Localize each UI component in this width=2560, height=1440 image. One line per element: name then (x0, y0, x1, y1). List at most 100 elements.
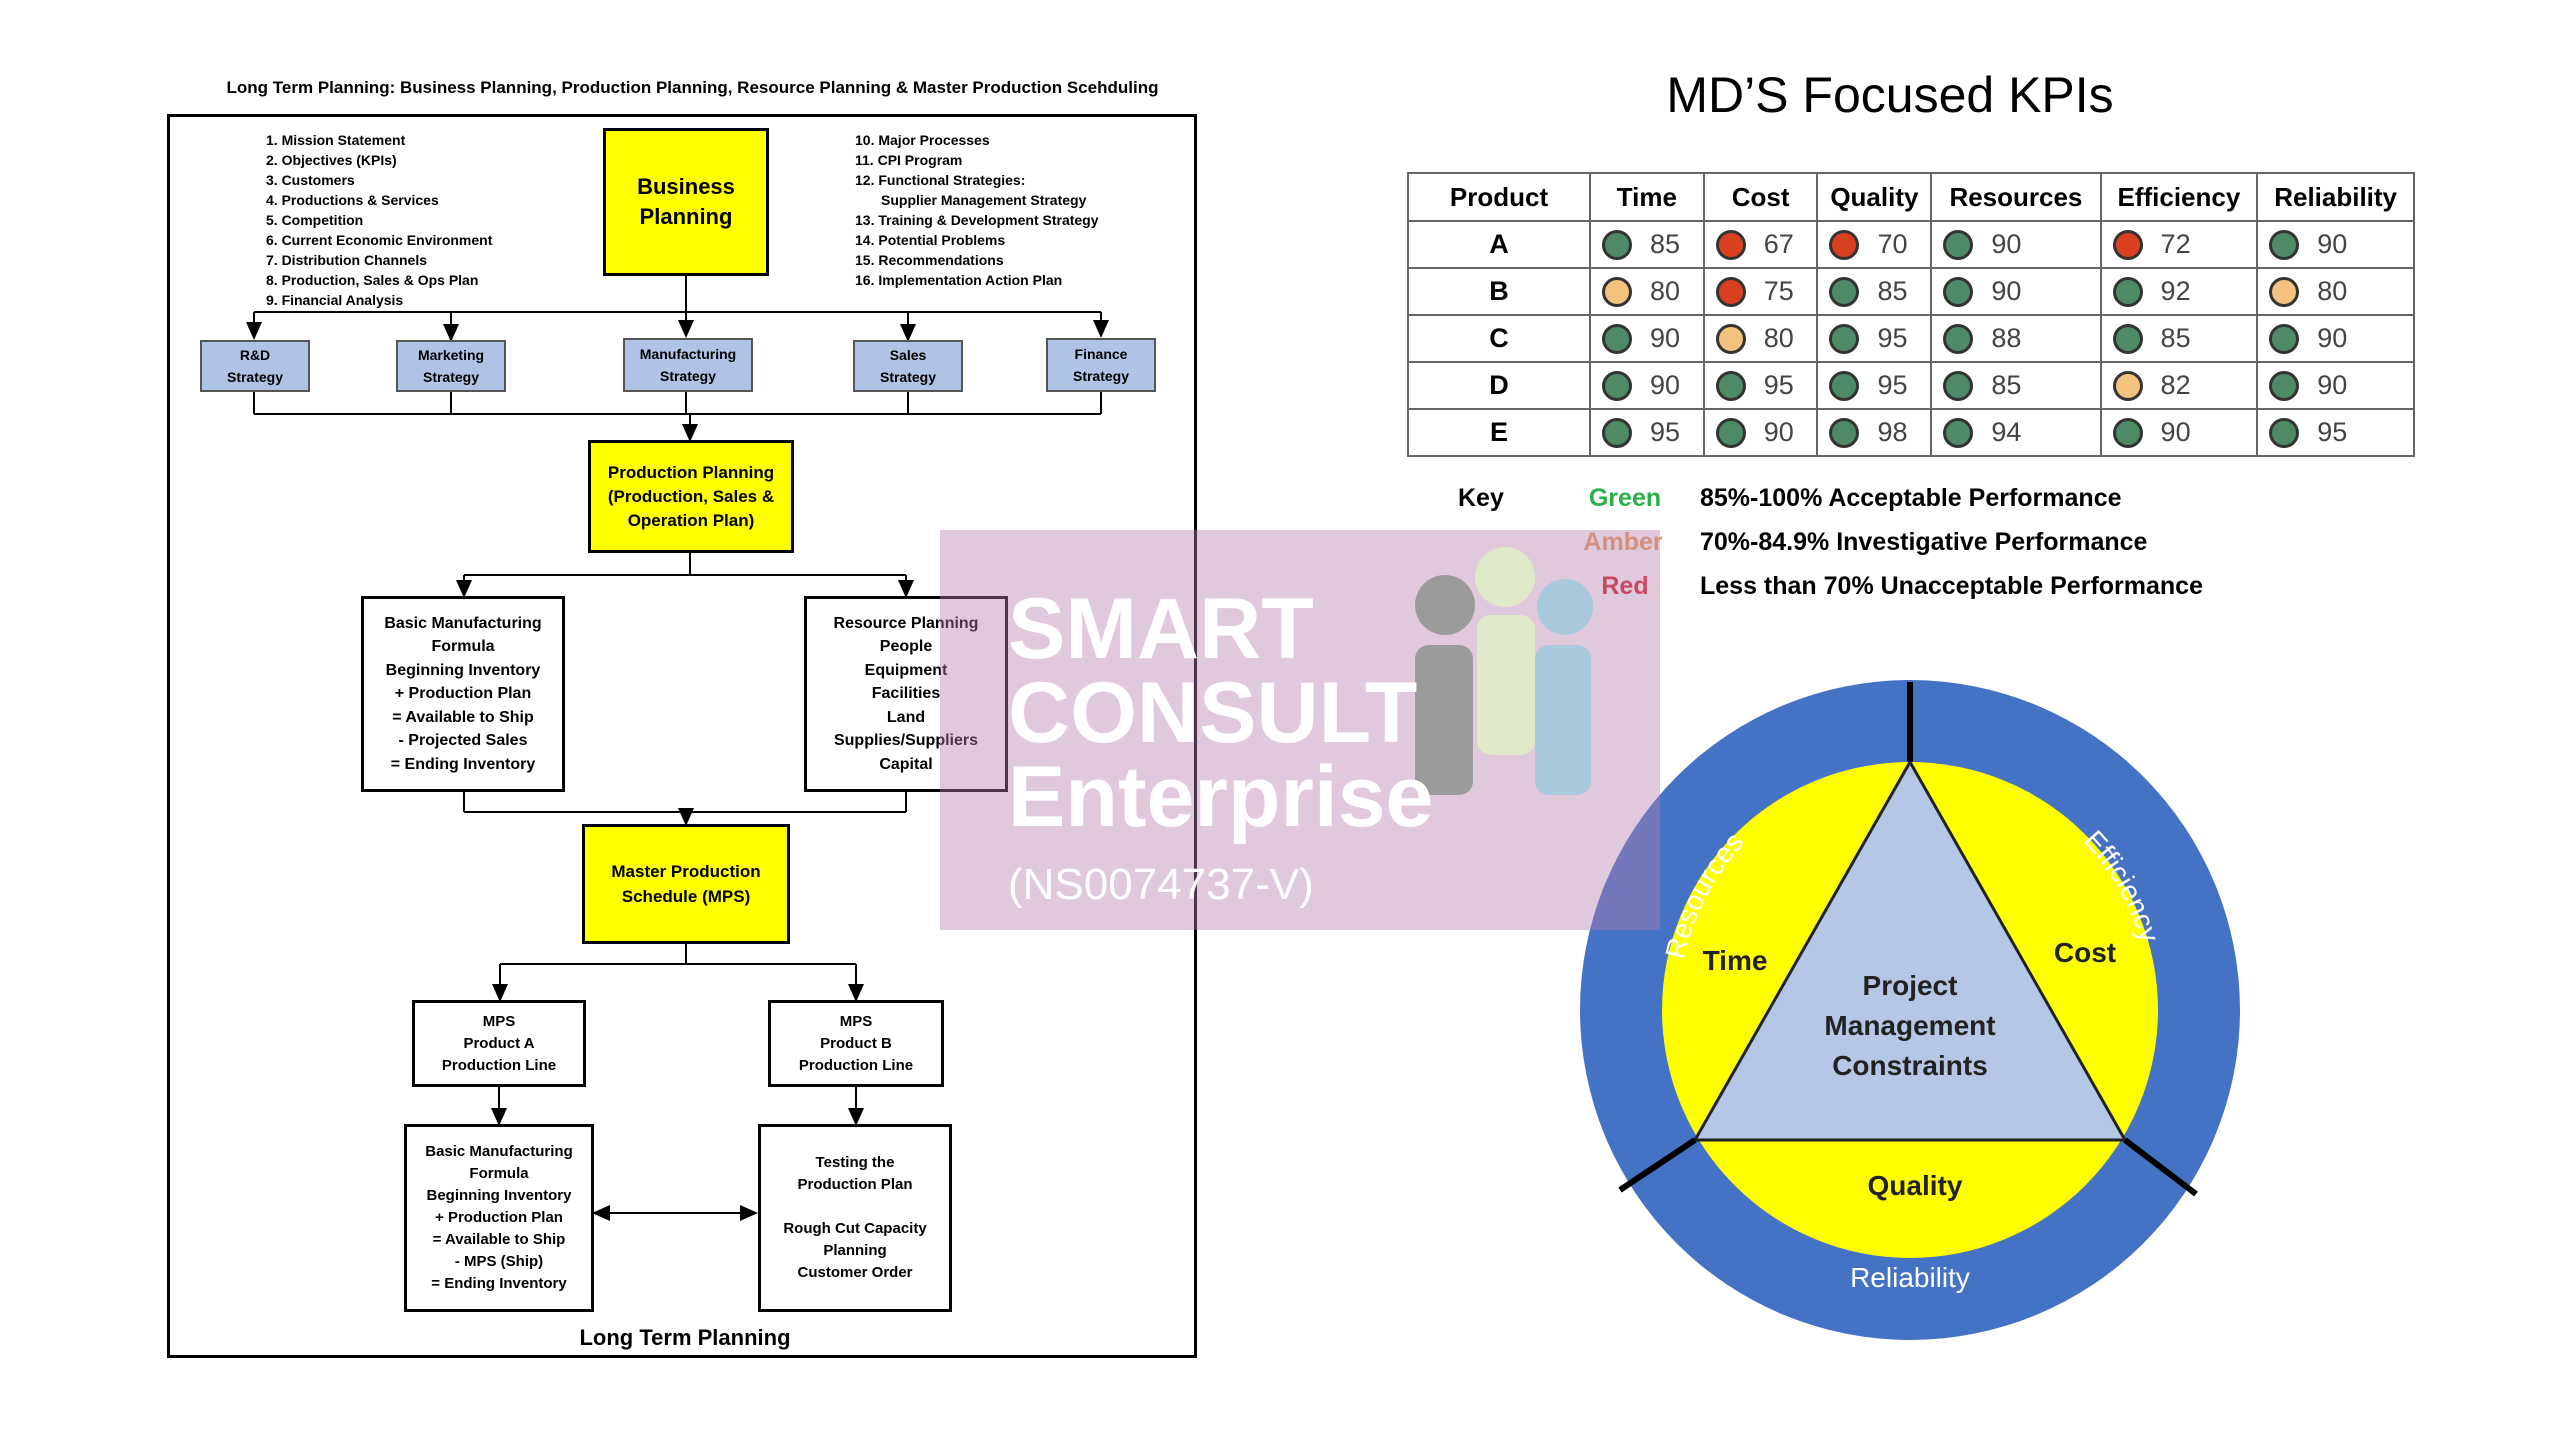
kpi-cell: 95 (1702, 361, 1819, 410)
list-item: 5. Competition (266, 212, 364, 228)
box-line: - MPS (Ship) (454, 1253, 544, 1270)
watermark-registration: (NS0074737-V) (1008, 860, 1314, 909)
product-cell: D (1407, 361, 1591, 410)
box-line: Strategy (659, 368, 717, 384)
column-header: Time (1589, 172, 1705, 222)
kpi-cell: 80 (2256, 267, 2415, 316)
kpi-value: 75 (1763, 276, 1794, 306)
table-header-row: Product Time Cost Quality Resources Effi… (1407, 172, 2415, 222)
kpi-value: 90 (2160, 417, 2191, 447)
list-item: 4. Productions & Services (266, 192, 439, 208)
list-item: 1. Mission Statement (266, 132, 406, 148)
box-line: = Ending Inventory (431, 1275, 567, 1292)
kpi-value: 85 (1877, 276, 1908, 306)
kpi-value: 94 (1991, 417, 2022, 447)
box-line: Finance (1074, 346, 1128, 362)
kpi-value: 70 (1877, 229, 1908, 259)
status-light-icon (1829, 417, 1860, 448)
kpi-value: 90 (1650, 370, 1681, 400)
column-header: Reliability (2256, 172, 2415, 222)
box-line: Product B (820, 1034, 892, 1052)
status-light-icon (1943, 229, 1974, 260)
key-green-name: Green (1588, 484, 1662, 512)
status-light-icon (2112, 417, 2143, 448)
box-line: Planning (823, 1242, 887, 1259)
flowchart-title: Long Term Planning: Business Planning, P… (226, 78, 1159, 97)
box-line: Marketing (417, 347, 485, 363)
list-item: 12. Functional Strategies: (855, 172, 1026, 188)
box-line: - Projected Sales (398, 732, 528, 750)
box-line: Production Planning (607, 462, 775, 482)
kpi-value: 85 (2160, 323, 2191, 353)
status-light-icon (1943, 323, 1974, 354)
status-light-icon (1829, 229, 1860, 260)
constraint-triangle (1692, 758, 2128, 1142)
business-plan-list-right: 10. Major Processes 11. CPI Program 12. … (855, 130, 1099, 290)
kpi-value: 80 (1763, 323, 1794, 353)
list-item: 2. Objectives (KPIs) (266, 152, 397, 168)
kpi-cell: 85 (2099, 314, 2259, 363)
kpi-cell: 90 (1589, 314, 1705, 363)
status-light-icon (1602, 417, 1632, 448)
kpi-value: 95 (2317, 417, 2348, 447)
time-label: Time (1703, 945, 1768, 976)
kpi-cell: 90 (1930, 220, 2102, 269)
kpi-value: 80 (2317, 276, 2348, 306)
box-line: Master Production (611, 862, 761, 881)
center-label: Management (1824, 1010, 1995, 1041)
column-header: Resources (1930, 172, 2102, 222)
status-light-icon (2269, 370, 2300, 401)
status-light-icon (1829, 323, 1860, 354)
box-line: Schedule (MPS) (621, 887, 751, 906)
kpi-cell: 67 (1702, 220, 1819, 269)
manufacturing-strategy-box: Manufacturing Strategy (623, 338, 753, 392)
status-light-icon (1602, 370, 1632, 401)
watermark-line: SMART (1008, 581, 1314, 677)
status-light-icon (1829, 276, 1860, 307)
kpi-value: 92 (2160, 276, 2191, 306)
kpi-value: 90 (2317, 323, 2348, 353)
status-light-icon (1829, 370, 1860, 401)
kpi-cell: 92 (2099, 267, 2259, 316)
box-line: Production Plan (797, 1176, 913, 1193)
kpi-cell: 70 (1816, 220, 1933, 269)
kpi-value: 90 (1991, 229, 2022, 259)
flowchart-caption: Long Term Planning (579, 1325, 791, 1350)
status-light-icon (1943, 370, 1974, 401)
kpi-cell: 90 (2256, 314, 2415, 363)
basic-formula-box: Basic Manufacturing Formula Beginning In… (361, 596, 565, 792)
kpi-value: 67 (1763, 229, 1794, 259)
box-line: Product A (463, 1034, 535, 1052)
column-header: Product (1407, 172, 1591, 222)
box-line: Resource Planning (833, 614, 979, 632)
status-light-icon (2269, 229, 2300, 260)
box-line: Production Line (798, 1056, 914, 1074)
kpi-value: 95 (1877, 323, 1908, 353)
list-item: 14. Potential Problems (855, 232, 1006, 248)
product-cell: C (1407, 314, 1591, 363)
kpi-value: 80 (1650, 276, 1681, 306)
kpi-value: 85 (1991, 370, 2022, 400)
key-amber-name: Amber (1583, 528, 1663, 556)
kpi-value: 90 (1991, 276, 2022, 306)
kpi-cell: 90 (1930, 267, 2102, 316)
kpi-cell: 95 (2256, 408, 2415, 457)
kpi-cell: 85 (1816, 267, 1933, 316)
kpi-cell: 80 (1702, 314, 1819, 363)
kpi-value: 98 (1877, 417, 1908, 447)
list-item: 11. CPI Program (855, 152, 963, 168)
status-light-icon (1943, 417, 1974, 448)
box-line: Land (886, 708, 926, 726)
key-amber-desc: 70%-84.9% Investigative Performance (1700, 528, 2148, 556)
kpi-value: 95 (1763, 370, 1794, 400)
mps-formula-box: Basic Manufacturing Formula Beginning In… (404, 1124, 594, 1312)
box-line: Beginning Inventory (426, 1187, 572, 1204)
testing-plan-box: Testing the Production Plan Rough Cut Ca… (758, 1124, 952, 1312)
finance-strategy-box: Finance Strategy (1046, 338, 1156, 392)
list-item: 16. Implementation Action Plan (855, 272, 1063, 288)
status-light-icon (1602, 229, 1632, 260)
status-light-icon (1602, 276, 1632, 307)
